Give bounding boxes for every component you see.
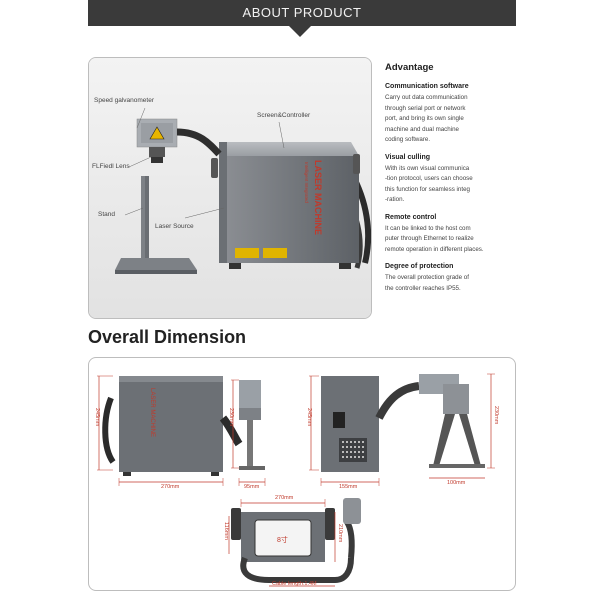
cable-length-label: Cable length:1.4M — [272, 581, 317, 587]
advantage-line: Carry out data communication — [385, 94, 468, 101]
advantage-body: The overall protection grade of the cont… — [385, 273, 515, 294]
advantage-heading: Degree of protection — [385, 263, 454, 270]
advantage-title: Advantage — [385, 62, 434, 73]
advantage-line: -ration. — [385, 196, 405, 203]
advantage-line: It can be linked to the host com — [385, 224, 471, 232]
dim-label-230mm-left: 230mm — [228, 408, 234, 427]
dim-label-245mm-left: 245mm — [94, 408, 100, 427]
advantage-item: Communication software Carry out data co… — [385, 83, 515, 146]
advantage-heading: Visual culling — [385, 153, 430, 161]
product-photo: LASER MACHINE Intelligent Integrated Spe… — [88, 57, 372, 319]
dim-label-155mm: 155mm — [339, 484, 358, 490]
advantage-heading: Remote control — [385, 213, 437, 221]
dimension-illustration: LASER MACHINE — [97, 373, 495, 587]
dim-label-116mm: 116mm — [223, 522, 229, 540]
dimension-machine-label: LASER MACHINE — [149, 388, 155, 437]
callout-stand: Stand — [98, 211, 115, 218]
advantage-item: Visual culling With its own visual commu… — [385, 154, 515, 206]
dim-label-95mm: 95mm — [244, 484, 260, 490]
advantage-line: this function for seamless integ — [385, 185, 470, 193]
callout-screen-controller: Screen&Controller — [257, 112, 311, 119]
dim-label-230mm-right: 230mm — [493, 406, 499, 425]
advantage-line: the controller reaches IP55. — [385, 284, 461, 292]
dim-label-245mm-right: 245mm — [306, 408, 312, 427]
section-banner: ABOUT PRODUCT — [88, 0, 516, 26]
dim-label-270mm-left: 270mm — [161, 484, 180, 490]
callout-speed-galvanometer: Speed galvanometer — [94, 97, 154, 104]
screen-size-label: 8寸 — [277, 537, 288, 544]
dim-label-100mm: 100mm — [447, 480, 466, 486]
dimension-drawing: LASER MACHINE 245mm 270mm 230mm 95mm 245… — [88, 357, 516, 591]
banner-notch — [289, 26, 311, 37]
dimension-title: Overall Dimension — [88, 327, 247, 347]
advantage-line: The overall protection grade of — [385, 274, 469, 281]
callout-laser-source: Laser Source — [155, 223, 194, 230]
advantage-body: With its own visual communica -tion prot… — [385, 164, 515, 206]
callout-field-lens: FLFiedl Lens — [92, 163, 130, 170]
advantage-item: Remote control It can be linked to the h… — [385, 214, 515, 256]
machine-label: LASER MACHINE — [313, 160, 323, 235]
banner-title: ABOUT PRODUCT — [242, 5, 362, 20]
advantage-line: With its own visual communica — [385, 164, 470, 172]
product-illustration: LASER MACHINE Intelligent Integrated — [89, 58, 371, 318]
advantage-line: machine and dual machine — [385, 125, 459, 133]
advantage-heading: Communication software — [385, 83, 469, 90]
advantage-line: puter through Ethernet to realize — [385, 235, 474, 242]
advantage-item: Degree of protection The overall protect… — [385, 263, 515, 294]
advantage-line: through serial port or network — [385, 104, 466, 112]
advantage-body: Carry out data communication through ser… — [385, 93, 515, 146]
advantage-line: remote operation in different places. — [385, 245, 484, 253]
advantage-line: -tion protocol, users can choose — [385, 175, 473, 182]
dim-label-270mm-top: 270mm — [275, 495, 294, 501]
advantage-panel: Advantage Communication software Carry o… — [385, 62, 515, 302]
advantage-line: coding software. — [385, 136, 431, 143]
advantage-body: It can be linked to the host com puter t… — [385, 224, 515, 256]
dim-label-210mm: 210mm — [337, 524, 343, 543]
advantage-line: port, and bring its own single — [385, 115, 464, 122]
machine-sublabel: Intelligent Integrated — [304, 162, 309, 203]
